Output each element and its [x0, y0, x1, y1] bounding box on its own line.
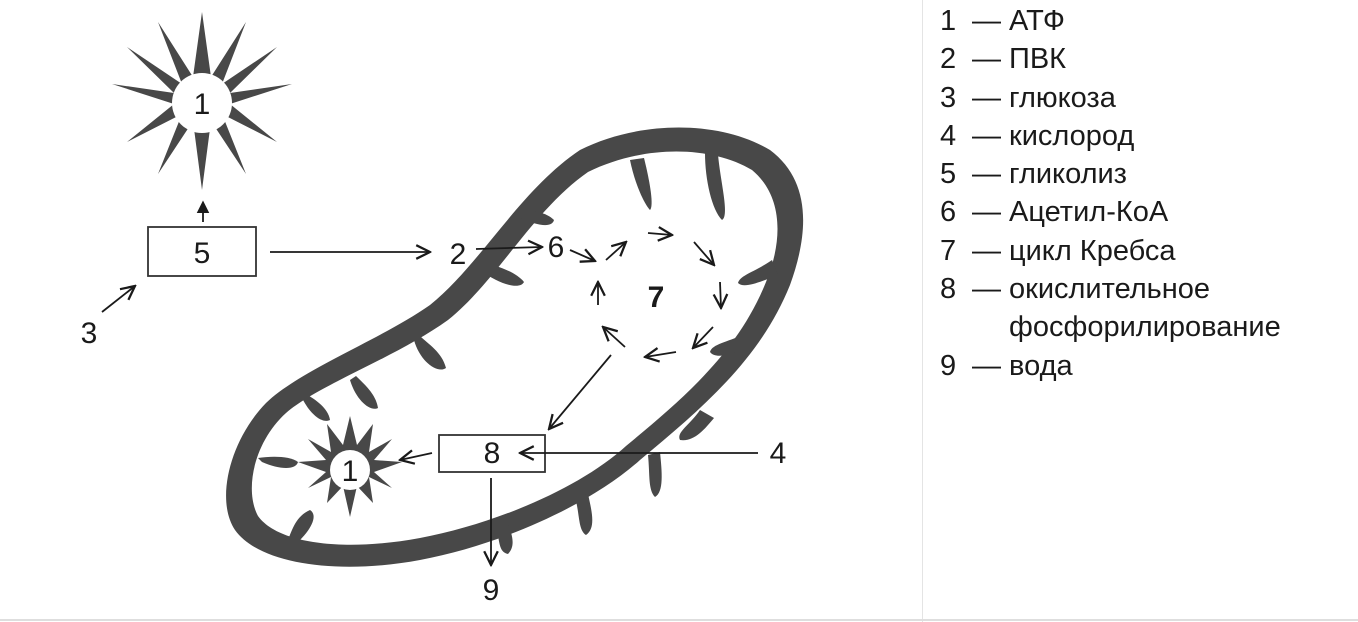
- panel-divider: [922, 0, 923, 622]
- legend-dash: —: [972, 196, 1001, 229]
- legend-num: 3: [940, 81, 957, 114]
- atp-star-top: 1: [112, 12, 292, 190]
- legend-num: 4: [940, 119, 957, 152]
- arrow-pyruvate-to-acetyl: [475, 247, 542, 249]
- legend-text: цикл Кребса: [1009, 234, 1176, 267]
- legend-dash: —: [972, 43, 1001, 76]
- bottom-divider: [0, 619, 1358, 621]
- legend-dash: —: [972, 5, 1001, 37]
- atp-bottom-label: 1: [342, 455, 359, 488]
- arrow-glucose-to-glycolysis: [101, 286, 135, 313]
- diagram-panel: 1 1 5 8 3 2 6 7 4 9: [80, 12, 804, 607]
- arrow-oxphos-to-atp: [400, 453, 433, 460]
- legend-text: вода: [1009, 349, 1073, 382]
- legend-num: 1: [940, 5, 957, 37]
- legend-item: 4 — кислород: [940, 117, 1350, 155]
- legend-num: 2: [940, 43, 957, 76]
- legend-text: окислительное фосфорилирование: [1009, 273, 1281, 344]
- krebs-cycle-label: 7: [648, 281, 665, 314]
- legend-text: гликолиз: [1009, 158, 1127, 191]
- legend-dash: —: [972, 234, 1001, 267]
- legend-item: 9 — вода: [940, 347, 1350, 385]
- legend-dash: —: [972, 119, 1001, 152]
- mitochondrion-diagram: 1 1 5 8 3 2 6 7 4 9: [81, 12, 804, 607]
- arrow-cycle-2: [647, 233, 672, 235]
- arrow-cycle-to-oxphos: [549, 354, 612, 429]
- legend-dash: —: [972, 273, 1001, 306]
- legend-text: глюкоза: [1009, 81, 1116, 114]
- oxphos-label: 8: [484, 437, 501, 470]
- legend-text: АТФ: [1009, 5, 1065, 37]
- legend-text: Ацетил-КоА: [1009, 196, 1169, 229]
- legend-item: 2 — ПВК: [940, 40, 1350, 78]
- legend-text: кислород: [1009, 119, 1135, 152]
- arrow-cycle-3: [693, 241, 714, 265]
- legend-item: 5 — гликолиз: [940, 155, 1350, 193]
- legend-dash: —: [972, 158, 1001, 191]
- atp-star-bottom: 1: [298, 416, 402, 517]
- glycolysis-label: 5: [194, 237, 211, 270]
- legend-dash: —: [972, 349, 1001, 382]
- arrows: [101, 200, 758, 565]
- legend-item: 7 — цикл Кребса: [940, 232, 1350, 270]
- arrow-acetyl-to-cycle: [569, 250, 595, 261]
- arrow-cycle-5: [693, 326, 714, 348]
- legend-num: 6: [940, 196, 957, 229]
- cristae: [258, 153, 778, 554]
- legend-item: 3 — глюкоза: [940, 79, 1350, 117]
- arrow-cycle-7: [603, 327, 626, 348]
- legend-item: 8 — окислительное фосфорилирование: [940, 270, 1350, 347]
- acetyl-coa-label: 6: [548, 231, 565, 264]
- pyruvate-label: 2: [450, 238, 467, 271]
- legend-num: 7: [940, 234, 957, 267]
- arrow-cycle-6: [645, 352, 677, 357]
- legend-item: 1 — АТФ: [940, 2, 1350, 40]
- arrow-cycle-1: [605, 242, 626, 261]
- glycolysis-box: [147, 226, 257, 277]
- oxygen-label: 4: [770, 437, 787, 470]
- glucose-label: 3: [81, 317, 98, 350]
- legend-item: 6 — Ацетил-КоА: [940, 193, 1350, 231]
- legend-num: 9: [940, 349, 957, 382]
- legend-num: 5: [940, 158, 957, 191]
- arrow-cycle-4: [720, 281, 721, 308]
- legend-num: 8: [940, 273, 957, 306]
- legend: 1 — АТФ 2 — ПВК 3 — глюкоза 4 — кислород…: [940, 2, 1350, 385]
- water-label: 9: [483, 574, 500, 607]
- legend-text: ПВК: [1009, 43, 1067, 76]
- atp-top-label: 1: [194, 88, 211, 121]
- legend-dash: —: [972, 81, 1001, 114]
